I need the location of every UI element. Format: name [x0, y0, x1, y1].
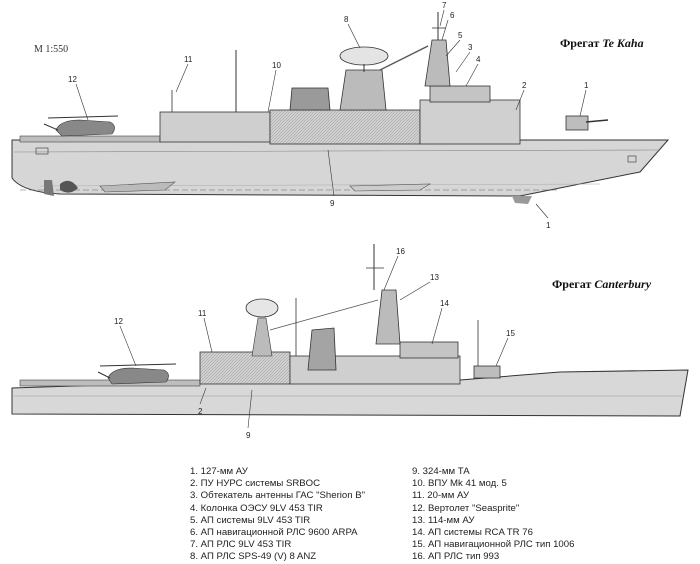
- helicopter-seasprite: [97, 363, 177, 385]
- callout-2: 2: [522, 81, 527, 90]
- callout-10: 10: [272, 61, 281, 70]
- legend-item: 8. АП РЛС SPS-49 (V) 8 ANZ: [190, 551, 317, 563]
- hangar: [199, 351, 291, 385]
- legend-item: 1. 127-мм АУ: [190, 466, 248, 477]
- callout-9: 9: [246, 431, 251, 440]
- bow-sonar: [512, 196, 532, 204]
- radar-pedestal: [251, 317, 273, 357]
- bridge: [429, 85, 491, 103]
- mainmast: [424, 39, 451, 87]
- callout-4: 4: [476, 55, 481, 64]
- callout-7: 7: [442, 1, 447, 10]
- legend-item: 10. ВПУ Mk 41 мод. 5: [412, 478, 507, 490]
- ship-title-prefix: Фрегат: [560, 36, 600, 50]
- legend-item: 12. Вертолет "Seasprite": [412, 502, 520, 514]
- callout-13: 13: [430, 273, 439, 282]
- ship-title-canterbury: Фрегат Canterbury: [552, 277, 651, 292]
- legend-item: 6. АП навигационной РЛС 9600 ARPA: [190, 527, 358, 539]
- callout-12: 12: [114, 317, 123, 326]
- sonar-dome: [349, 183, 432, 192]
- callout-6: 6: [450, 11, 455, 20]
- towed-sonar: [99, 181, 176, 193]
- callout-11: 11: [198, 309, 207, 318]
- ship-drawings-figure: М 1:550 Фрегат Te Kaha Фрегат Canterbury: [11, 1, 689, 440]
- callout-3: 3: [468, 43, 473, 52]
- radar-tower: [339, 69, 387, 111]
- legend-column-left: 1. 127-мм АУ 2. ПУ НУРС системы SRBOC 3.…: [190, 466, 365, 564]
- gun-114mm: [473, 365, 501, 379]
- legend-item: 11. 20-мм АУ: [412, 490, 470, 502]
- legend-item: 9. 324-мм ТА: [412, 466, 470, 477]
- legend-item: 16. АП РЛС тип 993: [412, 551, 500, 563]
- callout-14: 14: [440, 299, 449, 308]
- ship-title-te-kaha: Фрегат Te Kaha: [560, 36, 644, 51]
- radar-antenna-sps49: [339, 46, 389, 66]
- callout-1b: 1: [546, 221, 551, 230]
- callout-8: 8: [344, 15, 349, 24]
- callout-9: 9: [330, 199, 335, 208]
- helicopter-seasprite: [43, 115, 119, 137]
- rudder: [44, 180, 54, 196]
- hangar: [159, 111, 271, 143]
- helicopter-deck: [19, 135, 161, 143]
- callout-2: 2: [198, 407, 203, 416]
- ship-te-kaha-profile: 1 2 3 4 5 6 7 8 9 10 11 12 1: [11, 1, 670, 230]
- ship-canterbury-profile: 12 11 2 9 16 13 14 15: [11, 244, 689, 440]
- bridge: [399, 341, 459, 359]
- callout-12: 12: [68, 75, 77, 84]
- legend-item: 14. АП системы RCA TR 76: [412, 527, 533, 539]
- ship-profiles-svg: 1 2 3 4 5 6 7 8 9 10 11 12 1: [11, 1, 689, 440]
- scale-label: М 1:550: [34, 44, 69, 55]
- legend-column-right: 9. 324-мм ТА 10. ВПУ Mk 41 мод. 5 11. 20…: [412, 466, 574, 564]
- radar-antenna: [245, 298, 279, 318]
- gun-127mm: [565, 115, 589, 131]
- ship-title-prefix: Фрегат: [552, 277, 592, 291]
- legend-item: 2. ПУ НУРС системы SRBOC: [190, 478, 321, 490]
- callout-16: 16: [396, 247, 405, 256]
- callout-15: 15: [506, 329, 515, 338]
- funnel: [307, 327, 337, 371]
- legend-item: 7. АП РЛС 9LV 453 TIR: [190, 539, 292, 551]
- superstructure-fore: [419, 99, 521, 145]
- legend-item: 3. Обтекатель антенны ГАС "Sherion B": [190, 490, 366, 502]
- funnel: [289, 87, 331, 111]
- legend-item: 15. АП навигационной РЛС тип 1006: [412, 539, 575, 551]
- legend-item: 4. Колонка ОЭСУ 9LV 453 TIR: [190, 502, 323, 514]
- propeller: [60, 180, 78, 193]
- legend-item: 5. АП системы 9LV 453 TIR: [190, 514, 311, 526]
- ship-title-name: Te Kaha: [602, 36, 644, 50]
- callout-11: 11: [184, 55, 193, 64]
- mainmast: [375, 289, 401, 345]
- legend-item: 13. 114-мм АУ: [412, 514, 475, 526]
- ship-title-name: Canterbury: [594, 277, 652, 291]
- callout-1: 1: [584, 81, 589, 90]
- callout-5: 5: [458, 31, 463, 40]
- superstructure-mid: [269, 109, 421, 145]
